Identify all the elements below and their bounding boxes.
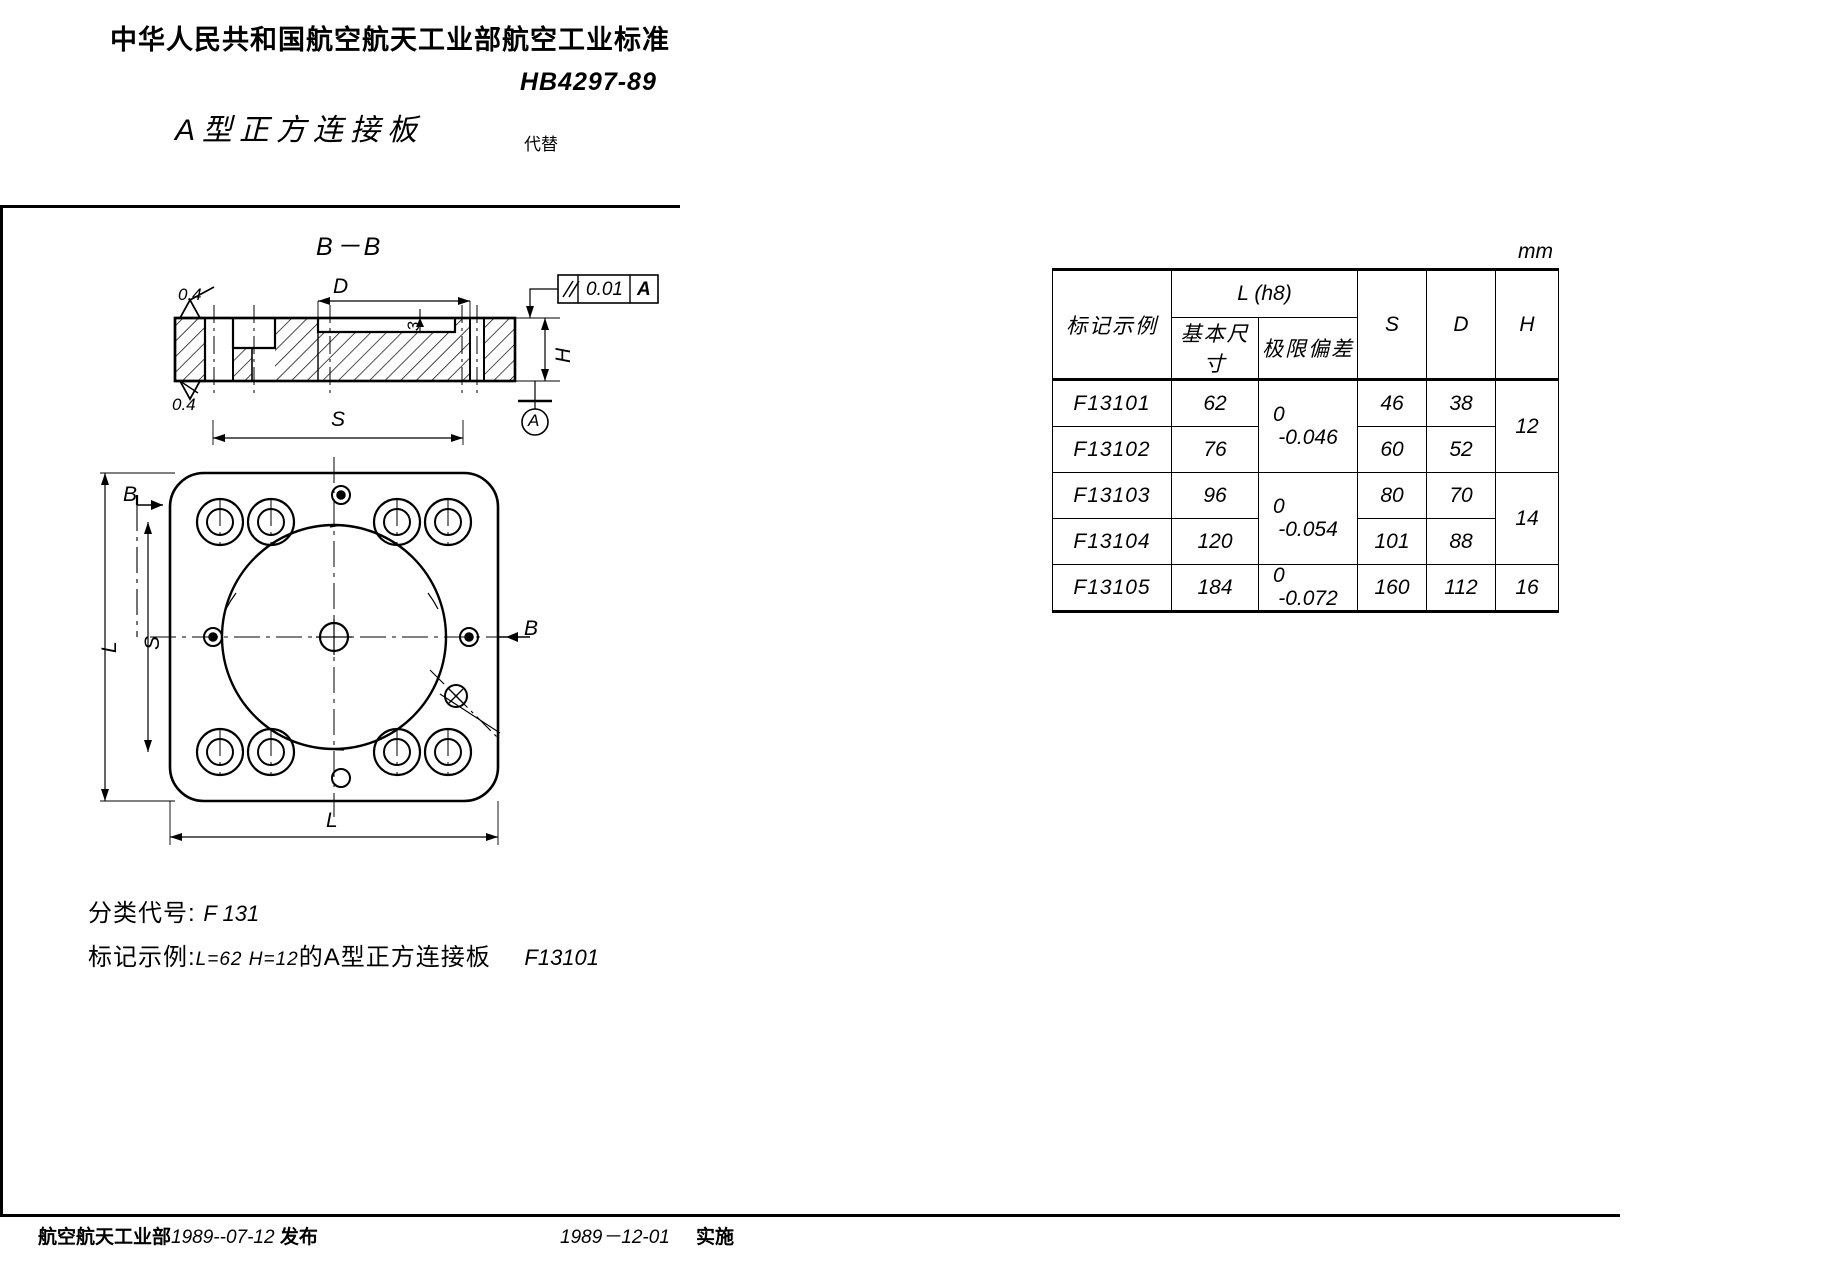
- deviation-upper: 0: [1273, 564, 1285, 588]
- table-row: F13103 96 0 -0.054 80 70 14: [1052, 472, 1559, 565]
- footer-effective-date: 1989－12-01: [560, 1227, 670, 1248]
- marking-description: 的A型正方连接板: [298, 944, 491, 971]
- cell-basic: 120: [1171, 518, 1259, 565]
- gdt-tolerance-value: 0.01: [586, 279, 623, 300]
- frame-rule-top: [0, 205, 680, 208]
- ministry-standard-title: 中华人民共和国航空航天工业部航空工业标准: [110, 25, 670, 55]
- deviation-lower: -0.054: [1278, 517, 1338, 541]
- table-header-row-1: 标记示例 L (h8) S D H: [1052, 268, 1559, 380]
- dimension-S-plan-label: S: [141, 635, 164, 650]
- cell-basic: 96: [1171, 472, 1259, 519]
- table-header: 标记示例 L (h8) S D H 基本尺寸 极限偏差: [1052, 268, 1559, 380]
- classification-note: 分类代号: F 131: [88, 893, 259, 928]
- frame-rule-left: [0, 205, 3, 1217]
- part-title: A型正方连接板: [175, 114, 425, 147]
- drawing-svg: [100, 274, 659, 845]
- cell-D: 112: [1426, 564, 1496, 613]
- cell-deviation: 0 -0.046: [1258, 378, 1358, 473]
- cell-deviation: 0 -0.072: [1258, 564, 1358, 613]
- dimension-L-horizontal-label: L: [326, 809, 338, 832]
- cell-H: 12: [1495, 378, 1559, 473]
- cell-deviation: 0 -0.054: [1258, 472, 1358, 565]
- marking-label: 标记示例:: [88, 944, 196, 971]
- cell-H: 14: [1495, 472, 1559, 565]
- section-mark-B-right: B: [524, 617, 539, 640]
- frame-rule-bottom: [0, 1214, 1620, 1217]
- col-header-deviation: 极限偏差: [1258, 317, 1358, 380]
- cell-S: 160: [1357, 564, 1427, 613]
- cell-H: 16: [1495, 564, 1559, 613]
- col-header-S: S: [1357, 268, 1427, 380]
- cell-S: 46: [1357, 378, 1427, 427]
- cell-mark: F13103: [1052, 472, 1172, 519]
- classification-value: F 131: [203, 901, 260, 926]
- replaces-label: 代替: [524, 135, 558, 154]
- deviation-lower: -0.072: [1278, 586, 1338, 610]
- deviation-upper: 0: [1273, 495, 1285, 519]
- table-header-row-2: 基本尺寸 极限偏差: [1053, 317, 1559, 380]
- table-row: F13104 120 101 88: [1052, 518, 1559, 565]
- dimension-L-vertical-label: L: [98, 641, 121, 653]
- cell-S: 60: [1357, 426, 1427, 473]
- table-body: F13101 62 0 -0.046 46 38 12 F13102 76 60…: [1052, 378, 1559, 613]
- cell-D: 38: [1426, 378, 1496, 427]
- cell-basic: 62: [1171, 378, 1259, 427]
- cell-basic: 184: [1171, 564, 1259, 613]
- footer-issue-date: 1989--07-12: [171, 1227, 275, 1248]
- section-view-label: B－B: [316, 233, 384, 261]
- footer-issue-verb: 发布: [279, 1227, 318, 1248]
- table-row: F13102 76 60 52: [1052, 426, 1559, 473]
- col-header-H: H: [1495, 268, 1559, 380]
- cell-mark: F13101: [1052, 378, 1172, 427]
- col-header-mark: 标记示例: [1052, 268, 1172, 380]
- cell-basic: 76: [1171, 426, 1259, 473]
- cell-mark: F13105: [1052, 564, 1172, 613]
- marking-dimensions: L=62 H=12: [195, 949, 299, 970]
- specification-table-container: mm 标记示例 L (h8) S D H 基本尺寸 极限偏差 F13101 62…: [1052, 240, 1559, 613]
- footer-issuer-block: 航空航天工业部1989--07-12 发布: [38, 1222, 318, 1249]
- cell-S: 80: [1357, 472, 1427, 519]
- classification-label: 分类代号:: [88, 900, 196, 927]
- dimension-3-label: 3: [404, 321, 423, 331]
- footer-issuer: 航空航天工业部: [38, 1227, 172, 1248]
- table-row: F13105 184 0 -0.072 160 112 16: [1052, 564, 1559, 613]
- footer-effective-verb: 实施: [696, 1227, 735, 1248]
- deviation-lower: -0.046: [1278, 425, 1338, 449]
- cell-S: 101: [1357, 518, 1427, 565]
- cell-D: 88: [1426, 518, 1496, 565]
- deviation-upper: 0: [1273, 403, 1285, 427]
- technical-drawing: B－B 0.4 0.4 D 3 H S A 0.01 A B B L S L: [0, 205, 700, 1035]
- unit-label: mm: [1518, 240, 1553, 263]
- gdt-datum-reference: A: [637, 279, 651, 300]
- col-header-L-group: L (h8): [1171, 268, 1358, 318]
- table-row: F13101 62 0 -0.046 46 38 12: [1052, 378, 1559, 473]
- section-mark-B-left: B: [123, 483, 138, 506]
- roughness-top-label: 0.4: [178, 285, 202, 304]
- cell-mark: F13102: [1052, 426, 1172, 473]
- marking-code: F13101: [524, 945, 600, 970]
- specification-table: 标记示例 L (h8) S D H 基本尺寸 极限偏差 F13101 62 0 …: [1052, 268, 1559, 613]
- marking-example-note: 标记示例:L=62 H=12的A型正方连接板 F13101: [88, 937, 599, 972]
- datum-letter-A: A: [528, 411, 540, 430]
- dimension-D-label: D: [333, 275, 349, 298]
- dimension-S-section-label: S: [331, 408, 346, 431]
- standard-number: HB4297-89: [520, 68, 657, 96]
- cell-D: 52: [1426, 426, 1496, 473]
- dimension-H-label: H: [552, 347, 575, 363]
- col-header-D: D: [1426, 268, 1496, 380]
- col-header-basic-size: 基本尺寸: [1171, 317, 1259, 380]
- cell-D: 70: [1426, 472, 1496, 519]
- cell-mark: F13104: [1052, 518, 1172, 565]
- roughness-bottom-label: 0.4: [172, 395, 196, 414]
